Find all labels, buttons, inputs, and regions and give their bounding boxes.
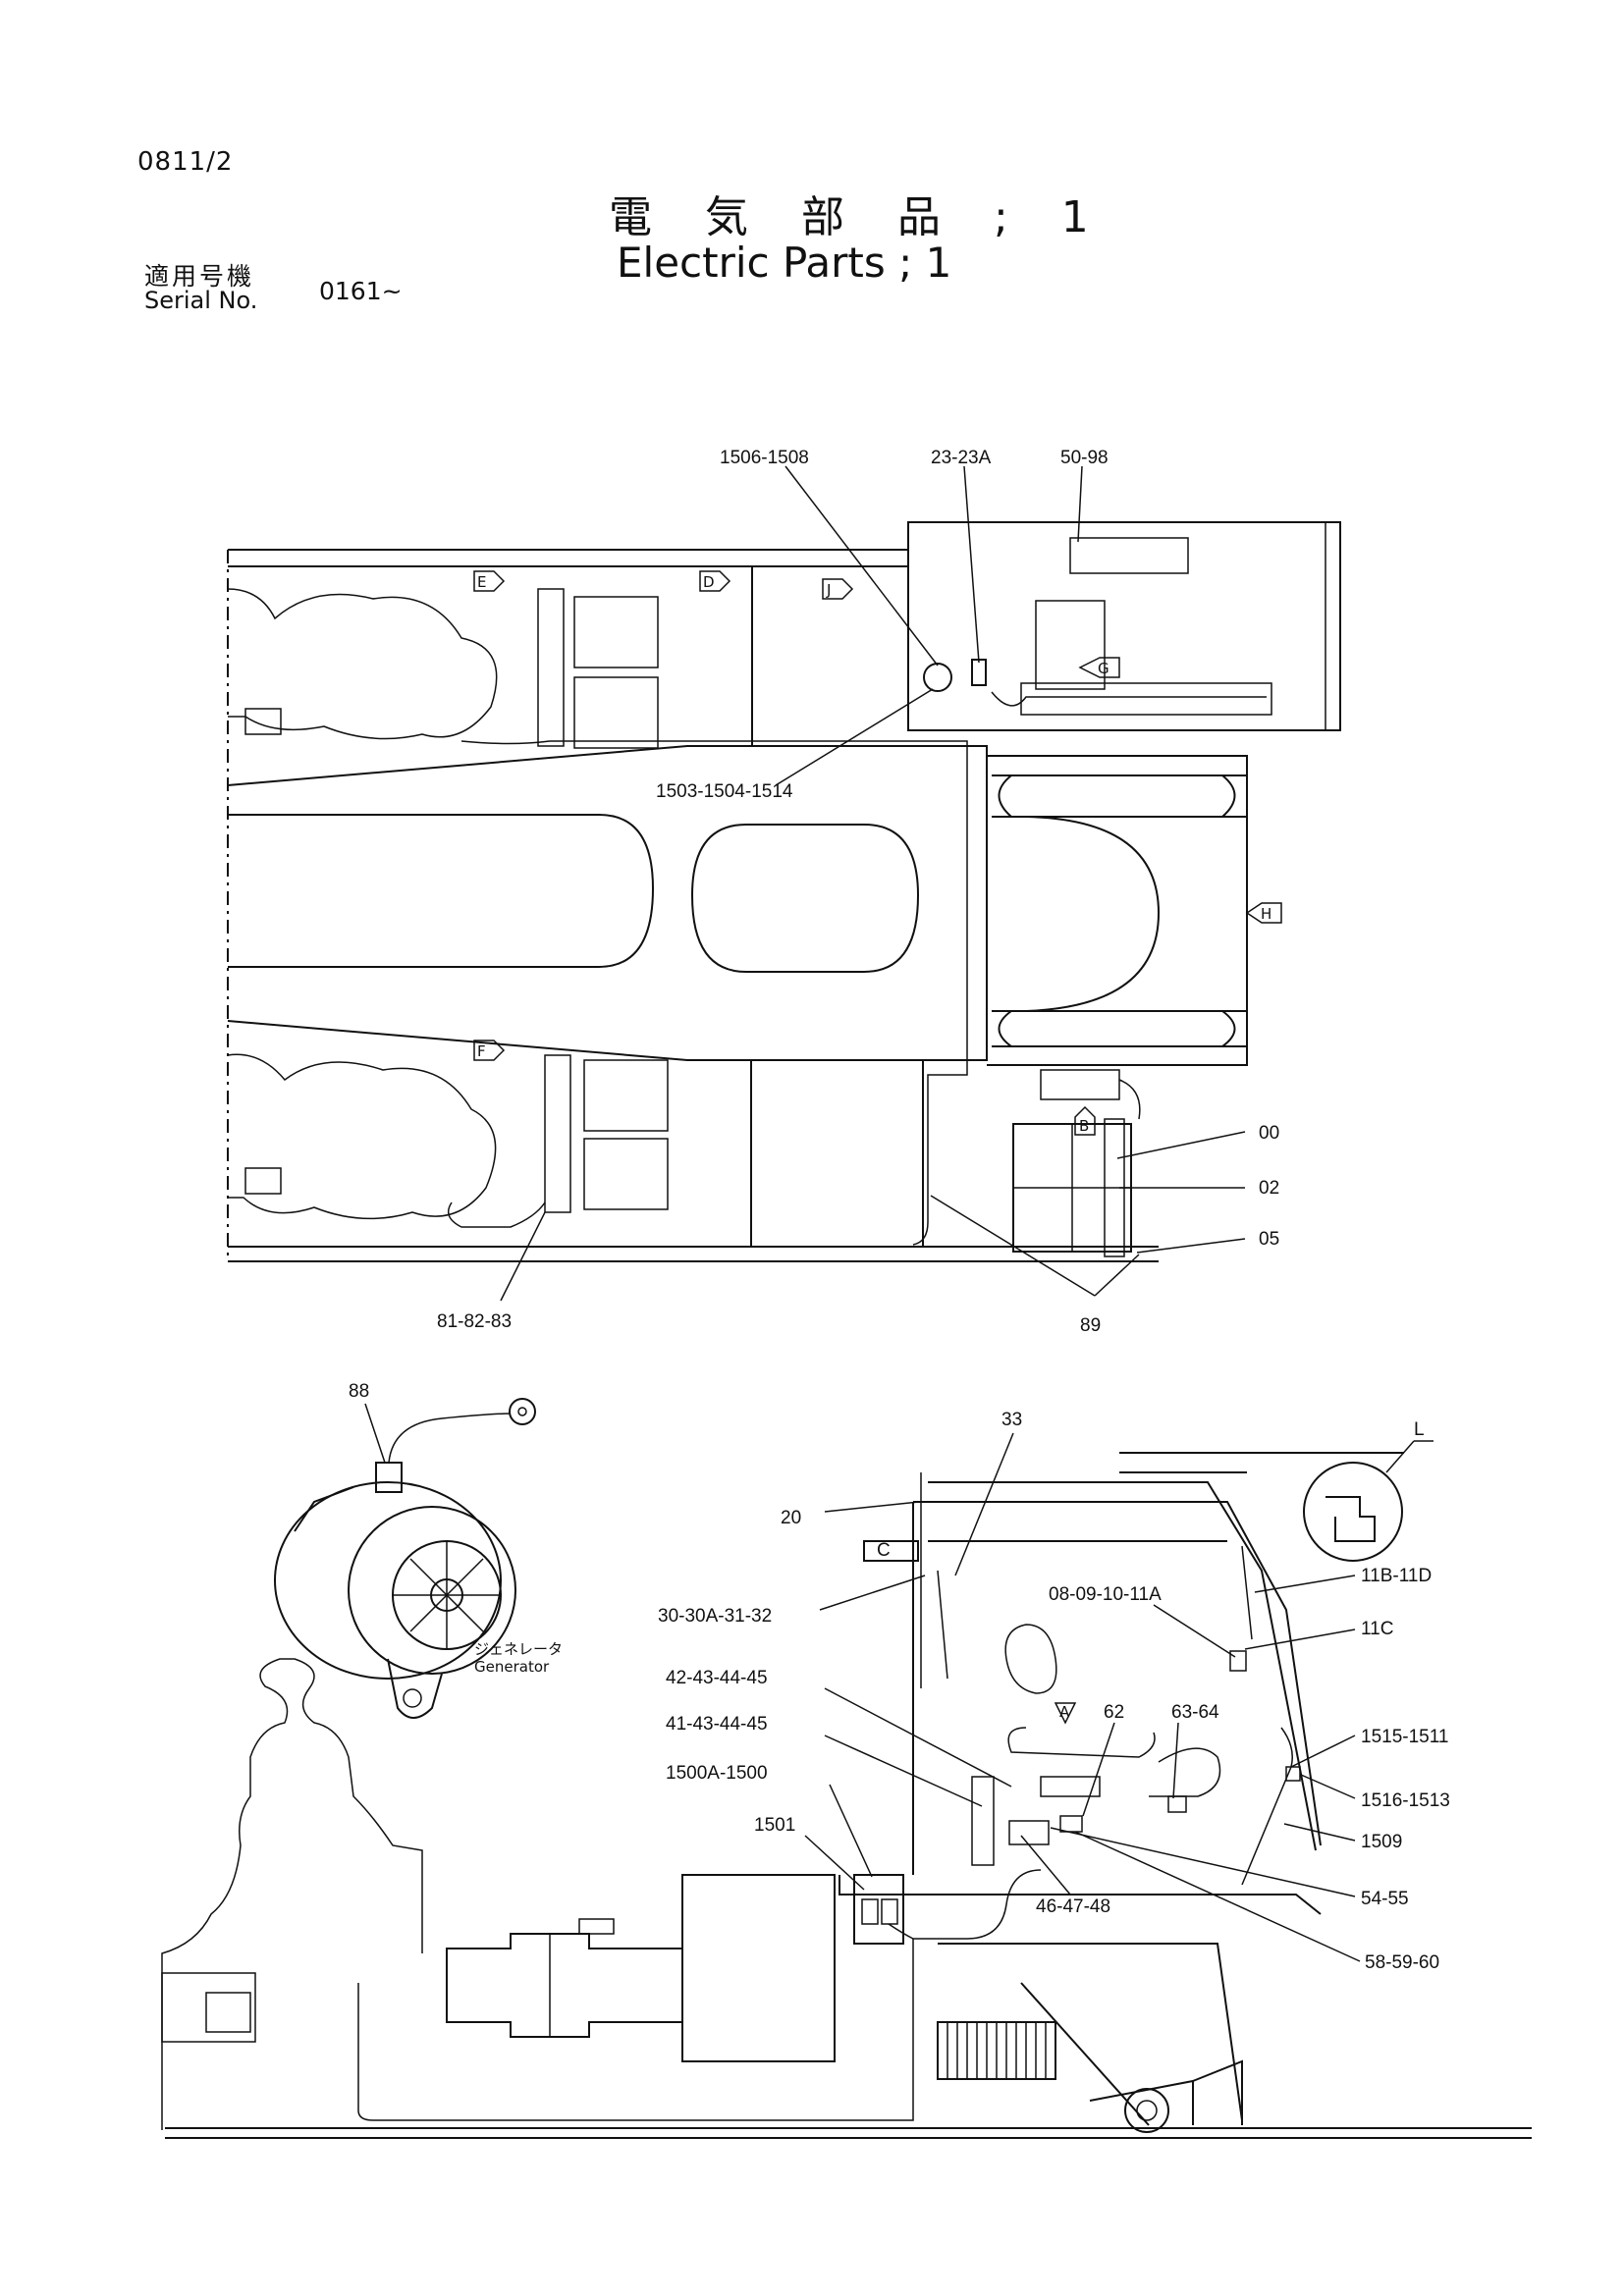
view-markers-top: E D J G H F B	[473, 570, 1282, 1136]
view-marker-g: G	[1078, 657, 1120, 678]
serial-label-japanese: 適用号機	[144, 262, 255, 291]
side-view-drawing	[161, 1440, 1532, 2139]
generator-drawing	[274, 1398, 536, 1719]
callout-1500a-1500: 1500A-1500	[666, 1763, 768, 1784]
callout-1503-1504-1514: 1503-1504-1514	[656, 781, 793, 802]
serial-value: 0161~	[319, 277, 403, 305]
callout-08-09-10-11a: 08-09-10-11A	[1049, 1584, 1162, 1605]
callout-1509: 1509	[1361, 1832, 1402, 1852]
svg-text:J: J	[826, 581, 831, 599]
title-english: Electric Parts ; 1	[617, 239, 952, 287]
view-marker-l: L	[1414, 1419, 1425, 1440]
generator-caption-jp: ジェネレータ	[474, 1640, 563, 1658]
svg-text:A: A	[1059, 1703, 1070, 1721]
callout-30-30a-31-32: 30-30A-31-32	[658, 1606, 772, 1627]
upper-frame-drawing	[227, 521, 1341, 1262]
callout-50-98: 50-98	[1060, 448, 1109, 468]
callout-81-82-83: 81-82-83	[437, 1311, 512, 1332]
callout-1501: 1501	[754, 1815, 795, 1836]
leaders-bottom	[804, 1432, 1361, 1962]
callouts-top: 1506-1508 23-23A 50-98 1503-1504-1514 00…	[437, 448, 1279, 1336]
callout-1515-1511: 1515-1511	[1361, 1727, 1448, 1747]
callout-23-23a: 23-23A	[931, 448, 992, 468]
callout-88: 88	[349, 1381, 369, 1402]
view-marker-b: B	[1074, 1105, 1096, 1136]
leaders-top	[500, 465, 1246, 1302]
callout-62: 62	[1104, 1702, 1124, 1723]
view-marker-a: A	[1054, 1702, 1077, 1725]
view-marker-h: H	[1245, 902, 1282, 924]
callout-42-43-44-45: 42-43-44-45	[666, 1668, 768, 1688]
svg-text:B: B	[1079, 1117, 1089, 1135]
page-code: 0811/2	[137, 147, 234, 177]
callout-05: 05	[1259, 1229, 1279, 1250]
callouts-bottom: 33 20 30-30A-31-32 11B-11D 08-09-10-11A …	[658, 1410, 1450, 1973]
svg-text:E: E	[477, 573, 486, 591]
callout-54-55: 54-55	[1361, 1889, 1409, 1909]
callout-1506-1508: 1506-1508	[720, 448, 809, 468]
callout-33: 33	[1001, 1410, 1022, 1430]
svg-text:F: F	[477, 1042, 486, 1060]
callout-20: 20	[781, 1508, 801, 1528]
view-marker-d: D	[699, 570, 731, 592]
svg-text:H: H	[1261, 905, 1271, 923]
callout-00: 00	[1259, 1123, 1279, 1144]
title-japanese: 電 気 部 品 ; 1	[609, 192, 1109, 242]
callout-41-43-44-45: 41-43-44-45	[666, 1714, 768, 1735]
callout-11c: 11C	[1361, 1619, 1393, 1639]
callout-46-47-48: 46-47-48	[1036, 1896, 1110, 1917]
view-marker-j: J	[822, 578, 854, 600]
callout-89: 89	[1080, 1315, 1101, 1336]
generator-caption-en: Generator	[474, 1658, 550, 1676]
view-markers-bottom: A C L	[877, 1419, 1425, 1725]
callout-63-64: 63-64	[1171, 1702, 1219, 1723]
view-marker-c: C	[877, 1540, 891, 1561]
svg-text:G: G	[1098, 660, 1109, 677]
view-marker-e: E	[473, 570, 506, 592]
callout-02: 02	[1259, 1178, 1279, 1199]
callout-11b-11d: 11B-11D	[1361, 1566, 1432, 1586]
svg-text:D: D	[703, 573, 715, 591]
callout-1516-1513: 1516-1513	[1361, 1790, 1450, 1811]
callout-58-59-60: 58-59-60	[1365, 1952, 1439, 1973]
generator-labels: 88 ジェネレータ Generator	[349, 1381, 563, 1676]
serial-label-english: Serial No.	[144, 287, 258, 314]
view-marker-f: F	[473, 1040, 506, 1061]
